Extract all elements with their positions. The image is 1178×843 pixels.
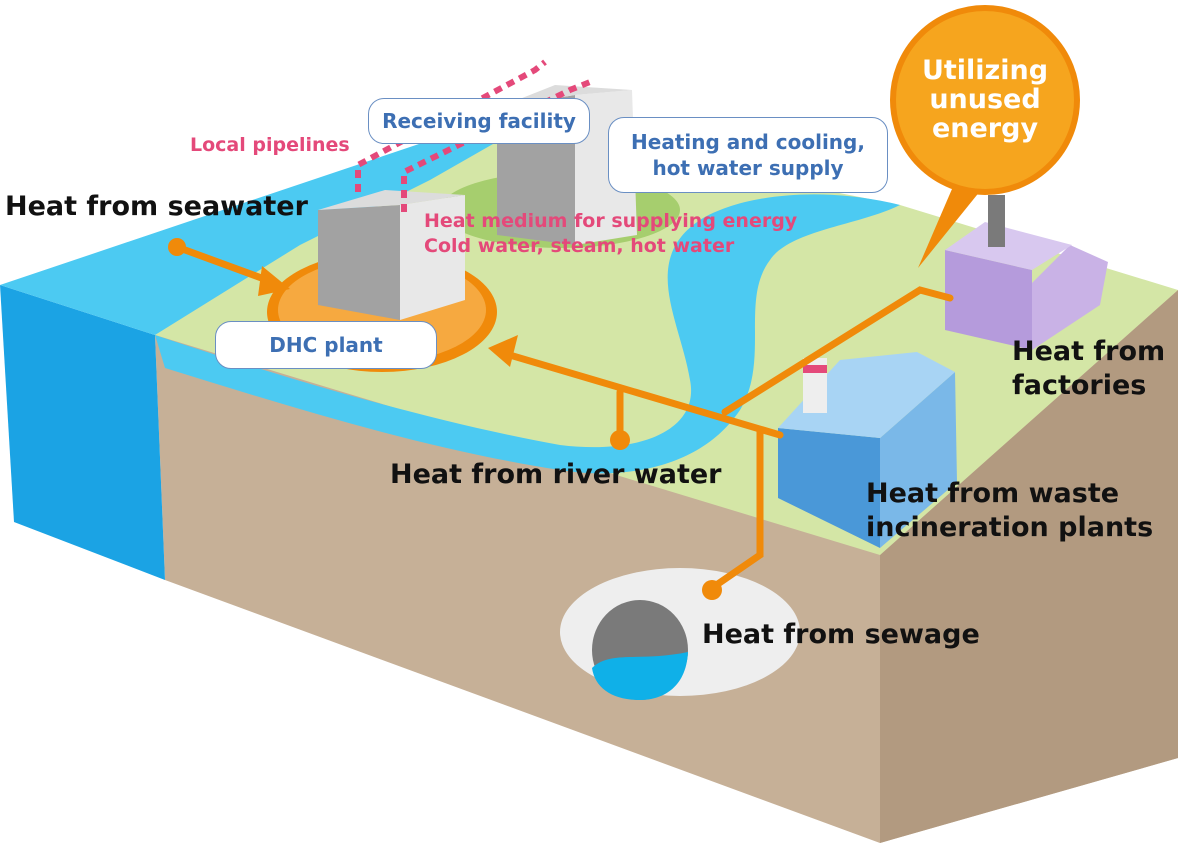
factory-roof (945, 222, 1072, 270)
label-heat-from-sewage: Heat from sewage (702, 619, 980, 650)
label-heat-from-factories-line2: factories (1012, 370, 1147, 401)
label-heat-medium: Heat medium for supplying energy Cold wa… (424, 209, 797, 259)
incineration-front (778, 428, 880, 548)
label-heat-from-waste-line1: Heat from waste (866, 478, 1120, 509)
callout-text: Utilizing unused energy (905, 56, 1065, 143)
dhc-building-side (400, 195, 465, 320)
callout-line2: unused (929, 84, 1041, 115)
sea-side-face (0, 285, 165, 580)
factory-side (1030, 245, 1108, 350)
factory-front (945, 250, 1032, 350)
label-heat-medium-line2: Cold water, steam, hot water (424, 235, 735, 257)
label-heat-from-factories-line1: Heat from (1012, 336, 1166, 367)
callout-bubble (890, 5, 1080, 195)
sea-surface (0, 110, 520, 335)
sewage-water (592, 652, 688, 700)
dhc-building-front (318, 205, 400, 320)
incineration-side (880, 372, 957, 548)
river (155, 194, 900, 474)
label-heat-from-seawater: Heat from seawater (5, 191, 308, 222)
box-supply-line2: hot water supply (652, 156, 844, 180)
box-dhc-plant-text: DHC plant (269, 333, 383, 357)
callout-tail (918, 182, 985, 268)
source-dot-river (610, 430, 630, 450)
label-heat-from-factories: Heat from factories (1012, 335, 1165, 403)
label-local-pipelines: Local pipelines (190, 134, 350, 156)
arrowhead-dhc (488, 335, 518, 367)
pipe-sewage (708, 426, 764, 592)
heat-pipes (173, 243, 954, 592)
dhc-building-top (318, 190, 465, 210)
label-heat-medium-line1: Heat medium for supplying energy (424, 210, 798, 232)
callout-line1: Utilizing (921, 55, 1049, 86)
incineration-roof (778, 352, 955, 438)
label-heat-from-river-water: Heat from river water (390, 459, 722, 490)
source-dot-seawater (168, 238, 186, 256)
label-heat-from-waste: Heat from waste incineration plants (866, 477, 1153, 545)
source-dot-sewage (702, 580, 722, 600)
box-receiving-facility: Receiving facility (368, 98, 590, 144)
pipe-main (499, 349, 784, 439)
box-supply: Heating and cooling, hot water supply (608, 117, 888, 193)
pipe-factory (721, 286, 954, 416)
label-heat-from-waste-line2: incineration plants (866, 512, 1154, 543)
box-dhc-plant: DHC plant (215, 321, 437, 369)
factory-chimney (988, 195, 1005, 247)
callout-line3: energy (931, 113, 1039, 144)
pipe-seawater (173, 243, 279, 287)
box-receiving-facility-text: Receiving facility (382, 109, 576, 133)
box-supply-line1: Heating and cooling, (631, 130, 865, 154)
soil-right-face (880, 290, 1178, 843)
incineration-chimney-band (803, 365, 827, 373)
arrowhead-seawater (258, 266, 290, 296)
